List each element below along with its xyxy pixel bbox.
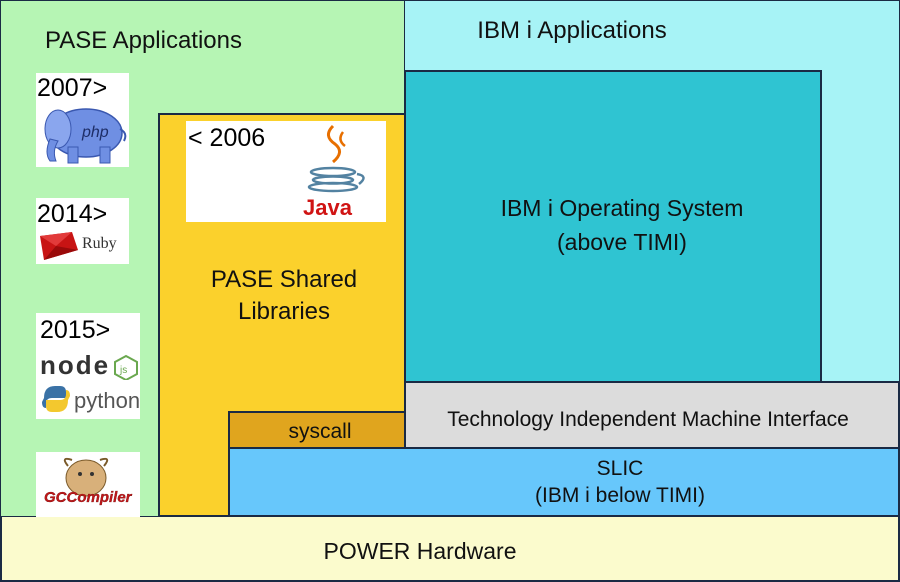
nodejs-logo-text: node <box>40 352 110 380</box>
java-cup-icon: Java <box>303 124 365 220</box>
java-logo-card <box>186 121 386 222</box>
gcc-logo-text: GCCompiler <box>44 489 133 506</box>
slic-label-line2: (IBM i below TIMI) <box>535 484 705 507</box>
ruby-logo-text: Ruby <box>82 235 117 252</box>
php-elephant-icon: php <box>44 108 127 164</box>
pase-shared-libraries-label-line1: PASE Shared <box>210 266 358 293</box>
nodejs-icon: node js <box>40 352 138 380</box>
php-logo-text: php <box>81 124 109 141</box>
power-hardware-label: POWER Hardware <box>323 538 517 564</box>
ibm-i-operating-system-label-line1: IBM i Operating System <box>500 195 744 221</box>
python-icon: python <box>42 386 140 413</box>
syscall-label: syscall <box>288 420 352 443</box>
pase-shared-libraries-label-line2: Libraries <box>237 298 331 325</box>
year-2006-label: < 2006 <box>188 124 266 152</box>
year-2014-label: 2014> <box>37 200 108 228</box>
java-logo-text: Java <box>303 195 353 220</box>
pase-applications-label: PASE Applications <box>45 27 243 54</box>
slic-layer <box>228 447 900 517</box>
year-2007-label: 2007> <box>37 74 108 102</box>
slic-label-line1: SLIC <box>596 457 644 480</box>
ibm-i-operating-system-layer <box>404 70 822 384</box>
svg-text:js: js <box>119 365 127 376</box>
ibm-i-operating-system-label-line2: (above TIMI) <box>557 229 687 255</box>
python-logo-text: python <box>74 388 140 413</box>
gcc-gnu-icon: GCCompiler <box>44 457 133 506</box>
year-2015-label: 2015> <box>40 316 111 344</box>
timi-label: Technology Independent Machine Interface <box>447 408 849 431</box>
ruby-gem-icon: Ruby <box>40 232 117 260</box>
ibm-i-applications-label: IBM i Applications <box>477 17 667 44</box>
